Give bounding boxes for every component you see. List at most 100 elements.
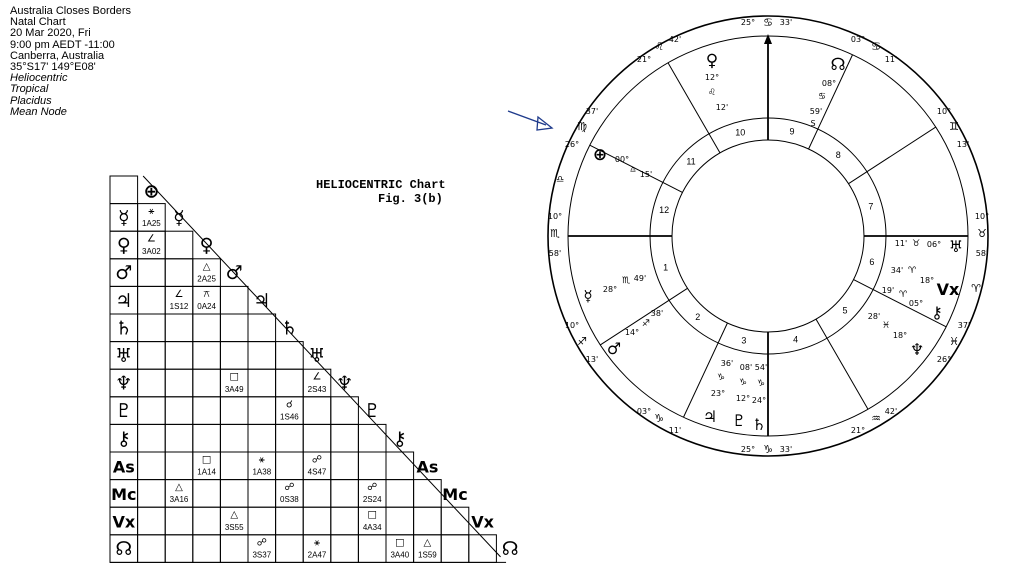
aspect-symbol: □ [367,510,376,521]
planet-degree: 12° [736,394,750,403]
grid-corner-cell [109,175,139,205]
cusp-label: 10° [937,107,951,116]
planet-minutes: 28' [868,312,880,321]
planet-node-glyph: ☊ [830,55,845,75]
house-number: 2 [695,312,700,322]
cusp-label: 58' [549,249,561,258]
planet-minutes: 15' [640,170,652,179]
house-number: 3 [741,335,746,345]
libra-glyph: ♎ [556,175,564,185]
planet-sign: ♉ [912,239,920,249]
grid-diagonal-edge [142,175,501,558]
house-number-ring [649,117,887,355]
cusp-label: ♌ [654,40,664,53]
cusp-label: 03° [851,35,865,44]
planet-minutes: 54' [755,363,767,372]
grid-row-label: ♀ [117,235,131,257]
aspect-symbol: △ [424,537,432,548]
planet-sign: ♏ [622,276,630,286]
cusp-label: ♍ [577,120,587,133]
planet-minutes: 12' [716,103,728,112]
planet-sign: ♑ [717,373,725,383]
grid-diagonal-label: ☿ [173,207,185,229]
cusp-label: 42' [885,407,897,416]
planet-degree: 00° [615,155,629,164]
planet-minutes: 19' [882,286,894,295]
figure-title: HELIOCENTRIC Chart [316,178,446,192]
aspect-symbol: ☍ [257,537,267,548]
aspect-symbol: □ [202,454,211,465]
chart-type: Natal Chart [10,16,66,29]
planet-minutes: 36' [721,359,733,368]
planet-venus-glyph: ♀ [706,51,718,71]
chart-place: Canberra, Australia [10,49,105,62]
house-number: 6 [869,257,874,267]
cusp-label: 37' [958,321,970,330]
cusp-label: 21° [637,55,651,64]
cusp-label: ♓ [949,335,959,348]
planet-sign: ♌ [708,88,716,98]
grid-diagonal-label: Mc [442,485,467,504]
aspect-orb: 3S55 [225,523,244,532]
chart-coords: 35°S17' 149°E08' [10,61,96,74]
aspect-orb: 3S37 [252,550,271,559]
planet-degree: 12° [705,73,719,82]
aspect-orb: 0S38 [280,495,299,504]
cusp-label: 11' [885,55,897,64]
aspect-orb: 2A47 [308,550,327,559]
grid-row-label: Vx [112,513,135,532]
cusp-label: 10° [975,212,989,221]
grid-row-label: As [113,457,135,476]
house-cusp-line [848,126,937,185]
outer-ring [547,15,989,457]
house-cusp-line [815,318,869,410]
planet-degree: 05° [909,299,923,308]
planet-sign: ♈ [899,290,908,300]
aspect-orb: 1S46 [280,412,299,421]
grid-diagonal-label: ♅ [308,345,325,367]
cusp-label: ♊ [949,120,959,133]
grid-row-label: ☊ [115,538,132,560]
aspect-symbol: △ [230,510,238,521]
planet-degree: 14° [625,328,639,337]
cusp-label: ♑ [654,412,664,425]
planet-uranus-glyph: ♅ [949,237,963,256]
cusp-label: ♋ [763,16,773,29]
house-number: 8 [836,150,841,160]
house-cusp-line [667,62,721,154]
house-number: 12 [659,205,669,215]
aspect-symbol: ∠ [175,289,184,300]
chart-header: Australia Closes Borders Natal Chart 20 … [10,5,131,118]
cusp-label: 10° [565,321,579,330]
house-number: 11 [686,157,695,167]
cusp-label: 13' [957,140,969,149]
aspect-symbol: □ [229,372,238,383]
planet-sign: ♐ [642,319,650,329]
planet-minutes: 11' [895,239,907,248]
aspect-orb: 1A14 [197,468,216,477]
cusp-label: ♐ [577,335,587,348]
grid-diagonal-label: Vx [471,513,494,532]
planet-degree: 24° [752,396,766,405]
planet-saturn-glyph: ♄ [752,415,766,434]
house-cusp-line [599,287,688,346]
planet-chiron-glyph: ⚷ [931,303,943,322]
planet-sign: ♑ [757,379,765,389]
aspect-orb: 1S59 [418,550,437,559]
planet-minutes: 49' [634,274,646,283]
grid-diagonal-label: ♇ [364,400,381,422]
grid-row-label: ♄ [115,317,132,339]
setting-tropical: Tropical [10,83,49,96]
house-cusp-line [683,322,728,418]
aries-glyph: ♈ [971,282,981,295]
cusp-label: 42' [669,35,681,44]
grid-diagonal-label: ☊ [502,538,519,560]
cusp-label: 37' [586,107,598,116]
planet-sign: ♈ [908,266,917,276]
planet-degree: 06° [927,240,941,249]
aspect-symbol: ☍ [312,454,322,465]
planet-minutes: 59' [810,107,822,116]
inner-circle [671,139,865,333]
cusp-label: ♒ [871,412,881,425]
